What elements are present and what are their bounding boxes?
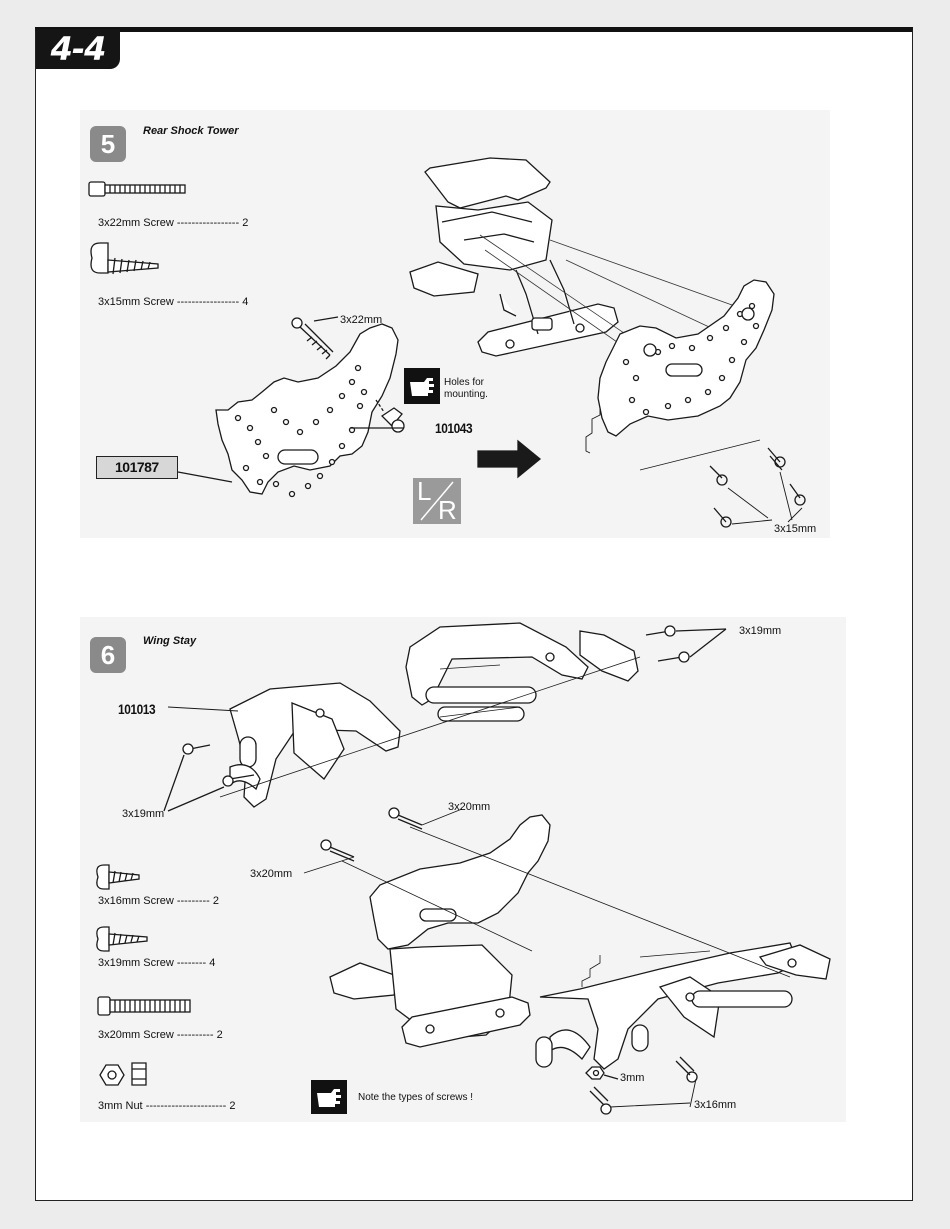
callout-3x19mm-top: 3x19mm [739, 625, 782, 637]
rear-chassis-lower [329, 814, 831, 1070]
rear-chassis-assembly [409, 157, 619, 357]
screw-16mm-icon [96, 864, 140, 890]
direction-arrow [477, 439, 542, 479]
step-5-panel: 5 Rear Shock Tower 3x22mm Screw --------… [80, 110, 830, 538]
nut-3mm-diagram [585, 1066, 619, 1080]
section-label: 4-4 [36, 29, 120, 69]
part-3x20mm-screw: 3x20mm Screw ---------- 2 [98, 1029, 223, 1041]
leader-101013 [168, 706, 239, 712]
lr-left-letter: L [417, 476, 432, 506]
step-6-badge: 6 [90, 637, 126, 673]
screws-3x20mm-diagram [303, 807, 791, 978]
step-6-title: Wing Stay [143, 635, 197, 647]
part-3x15mm-screw: 3x15mm Screw ----------------- 4 [98, 296, 249, 308]
step-5-title: Rear Shock Tower [143, 125, 239, 137]
part-number-101013: 101013 [118, 701, 156, 717]
part-3x16mm-screw: 3x16mm Screw --------- 2 [98, 895, 220, 907]
step-6-illustration [96, 622, 831, 1115]
note-screw-types: Note the types of screws ! [358, 1092, 474, 1103]
note-icon [311, 1080, 347, 1114]
screws-3x19mm-diagram [163, 625, 727, 812]
lr-right-letter: R [438, 495, 457, 525]
left-right-icon: L R [413, 476, 461, 525]
note-holes-for-mounting: Holes for mounting. [444, 377, 488, 400]
callout-3x16mm: 3x16mm [694, 1099, 737, 1111]
screw-19mm-icon [96, 926, 148, 952]
callout-3x20mm-top: 3x20mm [448, 801, 491, 813]
screw-22mm-icon [88, 181, 186, 197]
screws-3x16mm-diagram [589, 1056, 698, 1115]
screw-20mm-icon [97, 996, 191, 1016]
part-number-101787: 101787 [96, 456, 178, 479]
step-6-panel: 6 Wing Stay 3x16mm Screw --------- 2 3x1… [80, 617, 846, 1122]
callout-3x22mm: 3x22mm [340, 314, 383, 326]
ball-stud-101043 [375, 399, 405, 433]
wing-stay-upper [229, 622, 639, 808]
note-icon [404, 368, 440, 404]
screw-15mm-diagram [709, 447, 806, 528]
callout-3x15mm: 3x15mm [774, 523, 817, 535]
part-3x22mm-screw: 3x22mm Screw ----------------- 2 [98, 217, 249, 229]
part-number-101043: 101043 [435, 420, 473, 436]
callout-3x20mm-left: 3x20mm [250, 868, 293, 880]
step-5-illustration [88, 157, 806, 528]
callout-3x19mm-left: 3x19mm [122, 808, 165, 820]
nut-icon [99, 1062, 147, 1086]
step-5-badge: 5 [90, 126, 126, 162]
shock-tower-left [215, 323, 399, 498]
part-3x19mm-screw: 3x19mm Screw -------- 4 [98, 957, 216, 969]
screw-22mm-diagram [291, 316, 339, 360]
part-3mm-nut: 3mm Nut ---------------------- 2 [98, 1100, 236, 1112]
shock-tower-right [597, 279, 775, 437]
screw-15mm-icon [90, 242, 159, 275]
callout-3mm-nut: 3mm [620, 1072, 645, 1084]
